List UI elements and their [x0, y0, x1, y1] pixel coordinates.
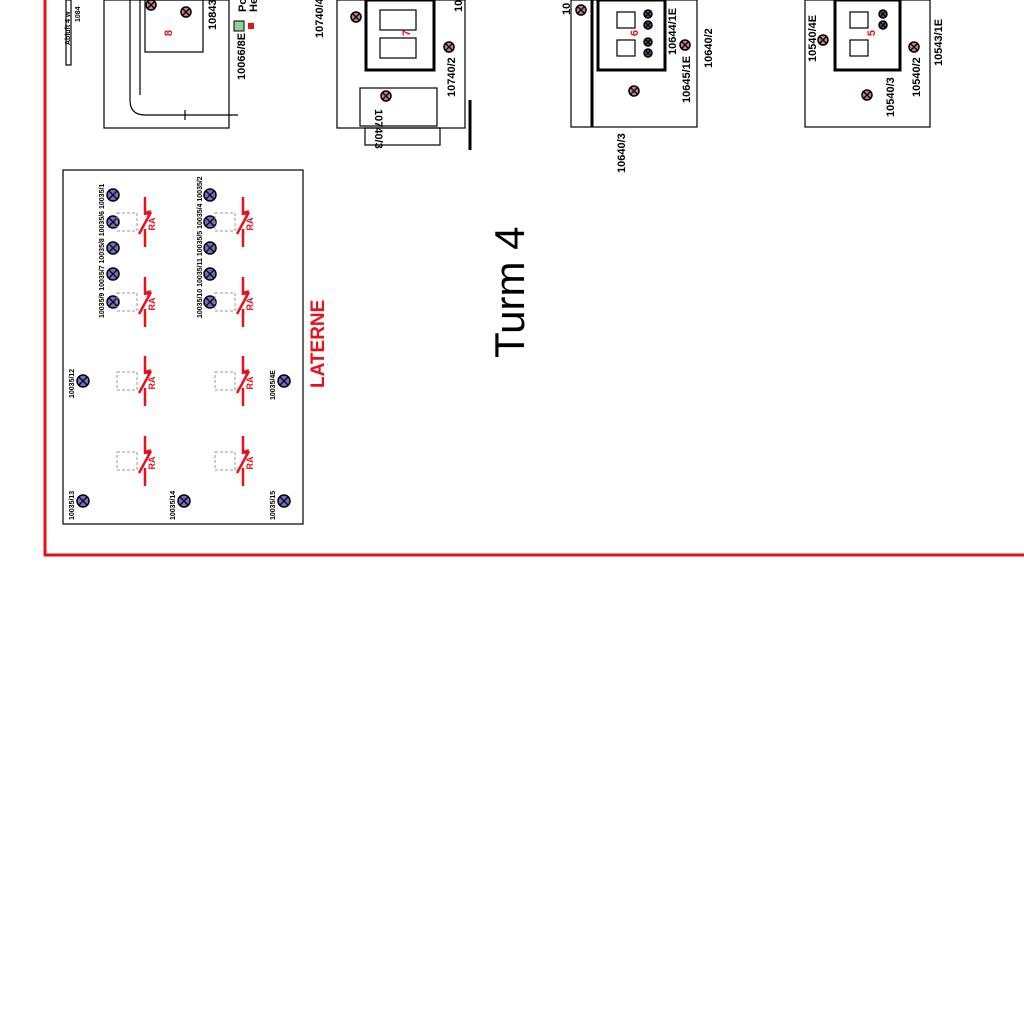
lamp-group-label: 10035/9 10035/7 10035/8 10035/6 10035/1 [99, 184, 106, 318]
lamp-icon [643, 48, 653, 58]
unit-8-label: 10066/8E [236, 33, 248, 80]
switch-label: RA [245, 456, 255, 469]
lamp-icon [277, 374, 291, 388]
lamp-icon [817, 34, 829, 46]
unit-5-label: 10540/4E [807, 15, 819, 62]
switch-ra-symbol: RA [214, 356, 255, 406]
lamp-icon [145, 0, 157, 11]
lamp-icon [106, 215, 120, 229]
lamp-icon [878, 9, 888, 19]
switch-label: RA [147, 376, 157, 389]
lamp-icon [277, 494, 291, 508]
switch-ra-symbol: RA [116, 436, 157, 486]
unit-5-label: 10543/1E [933, 19, 945, 66]
switch-label: RA [245, 217, 255, 230]
unit-6-label: 10644/1E [667, 8, 679, 55]
lamp-group-label: 10035/10 10035/11 10035/5 10035/4 10035/… [197, 176, 204, 318]
unit-8-label: 1084 [75, 6, 82, 22]
unit-8-label: 10843 [207, 0, 219, 30]
legend-green-icon [233, 20, 245, 32]
unit-6-label: 10640/3 [616, 133, 628, 173]
lamp-icon [380, 90, 392, 102]
lamp-icon [203, 295, 217, 309]
lamp-icon [180, 6, 192, 18]
switch-ra-symbol: RA [214, 436, 255, 486]
unit-8-label: Abluft 4 w [65, 11, 72, 45]
lamp-icon [203, 241, 217, 255]
lamp-icon [203, 267, 217, 281]
lamp-icon [643, 9, 653, 19]
lamp-icon [106, 267, 120, 281]
lamp-icon [106, 241, 120, 255]
switch-ra-symbol: RA [116, 277, 157, 327]
unit-7: 7 10740/4 10740/2 10740/3 10 [314, 0, 472, 150]
switch-ra-symbol: RA [214, 277, 255, 327]
lamp-icon [679, 39, 691, 51]
unit-5-number: 5 [866, 30, 878, 36]
unit-5: 5 10540/4E 10543/1E 10540/2 10540/3 [804, 0, 945, 128]
lantern-panel: 10035/9 10035/7 10035/8 10035/6 10035/1 … [62, 169, 304, 525]
lamp-icon [643, 20, 653, 30]
unit-7-label: 10740/4 [314, 0, 326, 38]
legend-red-icon [248, 23, 254, 29]
lamp-icon [628, 85, 640, 97]
lamp-label: 10035/13 [69, 491, 76, 520]
unit-7-label: 10740/3 [372, 109, 384, 149]
switch-label: RA [147, 456, 157, 469]
lamp-icon [106, 188, 120, 202]
unit-8: 8 Abluft 4 w 1084 10843 10066/8E Po He [65, 0, 260, 129]
legend-label: Po [237, 0, 249, 12]
lamp-icon [350, 11, 362, 23]
lamp-icon [76, 374, 90, 388]
switch-ra-symbol: RA [214, 197, 255, 247]
switch-label: RA [245, 297, 255, 310]
lantern-title: LATERNE [308, 300, 329, 388]
tower-title: Turm 4 [486, 227, 533, 358]
unit-6-label: 10 [561, 3, 573, 15]
unit-7-number: 7 [401, 30, 413, 36]
lamp-icon [203, 188, 217, 202]
lamp-icon [76, 494, 90, 508]
lamp-icon [443, 41, 455, 53]
switch-label: RA [147, 217, 157, 230]
unit-6-label: 10645/1E [681, 56, 693, 103]
unit-8-number: 8 [163, 30, 175, 36]
unit-6: 6 10644/1E 10645/1E 10640/2 10640/3 10 [561, 0, 715, 173]
switch-ra-symbol: RA [116, 356, 157, 406]
switch-label: RA [245, 376, 255, 389]
lamp-label: 10035/15 [270, 491, 277, 520]
lamp-label: 10035/4E [270, 370, 277, 400]
switch-ra-symbol: RA [116, 197, 157, 247]
unit-6-number: 6 [629, 30, 641, 36]
lamp-icon [106, 295, 120, 309]
unit-7-label: 10 [453, 0, 465, 12]
unit-5-label: 10540/2 [911, 57, 923, 97]
unit-6-label: 10640/2 [703, 28, 715, 68]
switch-label: RA [147, 297, 157, 310]
lamp-label: 10035/14 [170, 491, 177, 520]
drawing-border [43, 0, 1024, 557]
lamp-icon [575, 4, 587, 16]
lamp-icon [643, 37, 653, 47]
unit-5-label: 10540/3 [885, 77, 897, 117]
lamp-label: 10035/12 [69, 369, 76, 398]
legend-label: He [248, 0, 260, 12]
lamp-icon [878, 20, 888, 30]
unit-7-label: 10740/2 [446, 57, 458, 97]
lamp-icon [861, 89, 873, 101]
lamp-icon [908, 41, 920, 53]
lamp-icon [203, 215, 217, 229]
lamp-icon [177, 494, 191, 508]
